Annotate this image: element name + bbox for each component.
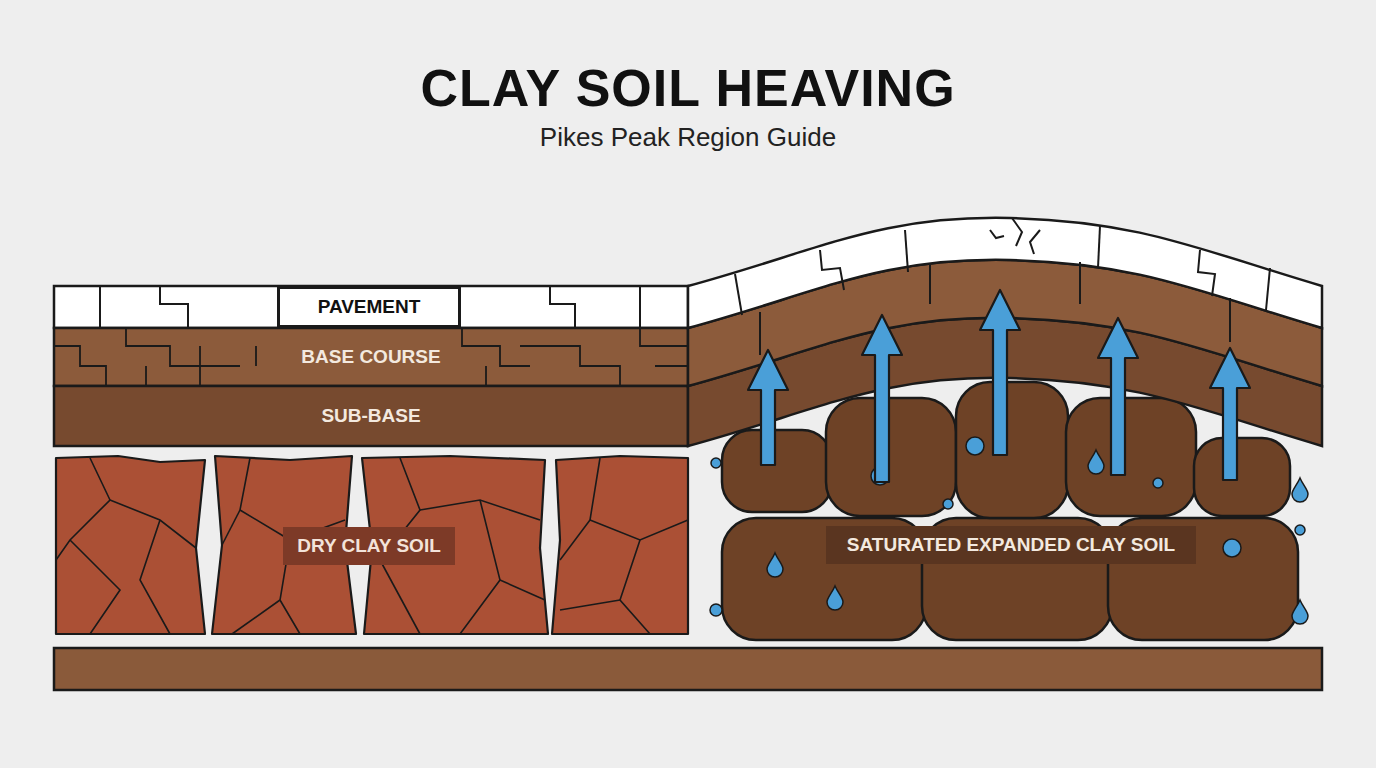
pavement-joint bbox=[820, 250, 844, 290]
pavement-joint bbox=[905, 230, 908, 272]
base-course-layer bbox=[54, 328, 688, 386]
pavement-joint bbox=[160, 286, 188, 328]
pavement-crack bbox=[1012, 218, 1022, 246]
water-drop bbox=[1223, 539, 1241, 557]
layer-label: PAVEMENT bbox=[318, 297, 421, 318]
pavement-joint bbox=[1098, 226, 1100, 268]
water-drops bbox=[710, 437, 1308, 624]
crack-line bbox=[460, 500, 500, 634]
clay-cracks bbox=[56, 458, 688, 634]
brick-line bbox=[520, 346, 620, 386]
subtitle-label: Pikes Peak Region Guide bbox=[0, 122, 1376, 153]
brick-line bbox=[462, 328, 530, 366]
crack-line bbox=[590, 458, 688, 540]
water-drop bbox=[1153, 478, 1163, 488]
brick-line bbox=[1079, 262, 1081, 304]
diagram-title: CLAY SOIL HEAVING bbox=[0, 58, 1376, 118]
water-drop bbox=[1295, 525, 1305, 535]
brick-line bbox=[145, 366, 147, 386]
base-course-bricks bbox=[54, 328, 688, 386]
layer-label: SUB-BASE bbox=[321, 406, 420, 427]
brick-line bbox=[759, 312, 761, 355]
sub-base-band: SUB-BASE bbox=[54, 387, 688, 445]
crack-line bbox=[222, 510, 240, 545]
crack-line bbox=[56, 458, 110, 560]
pavement-layer bbox=[54, 286, 688, 328]
water-drop bbox=[1292, 478, 1308, 502]
pavement-crack bbox=[990, 230, 1004, 238]
clay-lump bbox=[722, 430, 832, 512]
pavement-joint bbox=[1266, 268, 1270, 310]
clay-lump bbox=[1066, 398, 1196, 516]
crack-line bbox=[560, 600, 620, 610]
brick-line bbox=[655, 365, 688, 367]
bedrock-band bbox=[54, 648, 1322, 690]
saturated-clay-label: SATURATED EXPANDED CLAY SOIL bbox=[826, 526, 1196, 564]
brick-line bbox=[929, 265, 931, 304]
crack-line bbox=[620, 540, 650, 634]
clay-lump bbox=[826, 398, 956, 516]
crack-line bbox=[500, 580, 545, 600]
water-drop bbox=[1088, 450, 1104, 474]
clay-lump bbox=[1194, 438, 1290, 516]
expanded-clay bbox=[722, 382, 1298, 640]
base-course-band: BASE COURSE bbox=[54, 329, 688, 385]
brick-line bbox=[640, 328, 688, 346]
layer-label: DRY CLAY SOIL bbox=[297, 536, 441, 557]
crack-line bbox=[560, 520, 590, 560]
layer-label: BASE COURSE bbox=[301, 347, 440, 368]
crack-line bbox=[380, 560, 420, 634]
clay-lump bbox=[956, 382, 1068, 518]
pavement-joint bbox=[99, 286, 101, 328]
brick-line bbox=[199, 346, 201, 386]
pavement-label: PAVEMENT bbox=[278, 287, 460, 327]
water-drop bbox=[710, 604, 722, 616]
crack-line bbox=[232, 600, 280, 634]
heave-arrow bbox=[1210, 348, 1250, 480]
water-drop bbox=[966, 437, 984, 455]
water-drop bbox=[711, 458, 721, 468]
sub-base-layer bbox=[54, 386, 688, 446]
dry-clay-label: DRY CLAY SOIL bbox=[283, 527, 455, 565]
pavement-joint bbox=[735, 274, 742, 315]
heave-arrows bbox=[748, 290, 1250, 482]
pavement-joint bbox=[639, 286, 641, 328]
pavement-crack bbox=[1030, 230, 1040, 254]
heave-arrow bbox=[862, 315, 902, 482]
crack-line bbox=[70, 540, 120, 634]
water-drop bbox=[767, 553, 783, 577]
layer-label: SATURATED EXPANDED CLAY SOIL bbox=[847, 535, 1175, 556]
dry-clay-blocks bbox=[56, 456, 688, 634]
heave-arrow bbox=[980, 290, 1020, 455]
pavement-joints bbox=[100, 286, 640, 328]
crack-line bbox=[140, 520, 170, 634]
brick-line bbox=[126, 328, 240, 366]
brick-line bbox=[255, 346, 257, 366]
brick-line bbox=[54, 346, 106, 386]
heave-arrow bbox=[748, 350, 788, 465]
clay-block bbox=[552, 456, 688, 634]
pavement-joint bbox=[550, 286, 575, 328]
brick-line bbox=[1229, 298, 1231, 342]
water-drop bbox=[1292, 600, 1308, 624]
water-drop bbox=[827, 586, 843, 610]
clay-block bbox=[56, 456, 205, 634]
water-drop bbox=[943, 499, 953, 509]
heave-arrow bbox=[1098, 318, 1138, 475]
pavement-joint bbox=[1198, 250, 1215, 296]
brick-line bbox=[485, 366, 487, 386]
